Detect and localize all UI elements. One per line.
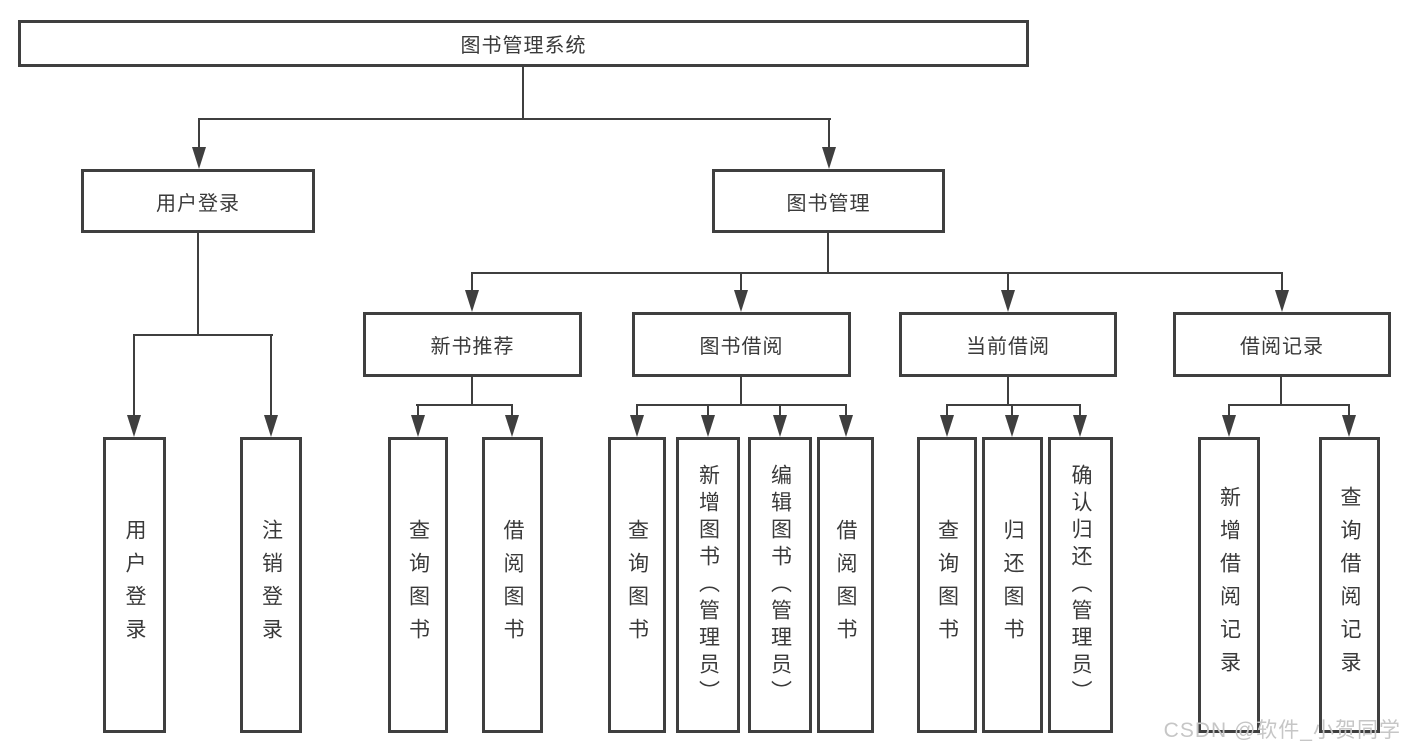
leaf-record-query-borrow-record: 查询借阅记录 xyxy=(1319,437,1380,733)
csdn-watermark: CSDN @软件_小贺同学 xyxy=(1163,719,1401,742)
connector-arrow-current-child-1 xyxy=(940,404,954,437)
connector-arrow-record-child-1 xyxy=(1222,404,1236,437)
leaf-borrow-edit-books-admin: 编辑图书（管理员） xyxy=(748,437,812,733)
node-new-book-recommend-label: 新书推荐 xyxy=(430,336,515,358)
node-library-system-label: 图书管理系统 xyxy=(460,35,587,57)
connector-arrow-to-current-borrow xyxy=(1001,272,1015,312)
connector-arrow-borrow-child-2 xyxy=(701,404,715,437)
connector-rail-user-login xyxy=(133,334,273,336)
leaf-borrow-borrow-books: 借阅图书 xyxy=(817,437,874,733)
leaf-recommend-borrow-books: 借阅图书 xyxy=(482,437,543,733)
connector-arrow-borrow-child-4 xyxy=(839,404,853,437)
connector-arrow-current-child-2 xyxy=(1005,404,1019,437)
connector-stem-user-login xyxy=(197,231,199,336)
node-book-borrow: 图书借阅 xyxy=(632,312,851,377)
node-library-system: 图书管理系统 xyxy=(18,20,1029,67)
node-book-management: 图书管理 xyxy=(712,169,945,233)
leaf-current-confirm-return-admin: 确认归还（管理员） xyxy=(1048,437,1113,733)
node-book-management-label: 图书管理 xyxy=(786,192,871,215)
connector-rail-current-borrow xyxy=(946,404,1081,406)
node-borrow-record-label: 借阅记录 xyxy=(1240,336,1324,358)
node-user-login: 用户登录 xyxy=(81,169,315,233)
connector-arrow-to-book-management xyxy=(822,118,836,169)
connector-arrow-to-user-login xyxy=(192,118,206,169)
node-current-borrow-label: 当前借阅 xyxy=(966,336,1050,358)
connector-arrow-to-new-book-recommend xyxy=(465,272,479,312)
node-new-book-recommend: 新书推荐 xyxy=(363,312,582,377)
connector-rail-root xyxy=(198,118,831,120)
connector-arrow-recommend-child-1 xyxy=(411,404,425,437)
leaf-borrow-query-books: 查询图书 xyxy=(608,437,666,733)
leaf-current-return-books: 归还图书 xyxy=(982,437,1043,733)
connector-stem-current-borrow xyxy=(1007,375,1009,406)
connector-arrow-to-leaf-logout xyxy=(264,334,278,437)
leaf-record-add-borrow-record: 新增借阅记录 xyxy=(1198,437,1260,733)
connector-rail-book-management xyxy=(471,272,1283,274)
connector-rail-book-borrow xyxy=(636,404,847,406)
connector-stem-new-book-recommend xyxy=(471,375,473,406)
connector-arrow-current-child-3 xyxy=(1073,404,1087,437)
connector-stem-book-borrow xyxy=(740,375,742,406)
connector-rail-borrow-record xyxy=(1228,404,1350,406)
node-current-borrow: 当前借阅 xyxy=(899,312,1117,377)
node-book-borrow-label: 图书借阅 xyxy=(699,336,784,358)
node-borrow-record: 借阅记录 xyxy=(1173,312,1391,377)
node-user-login-label: 用户登录 xyxy=(156,192,240,215)
leaf-current-query-books: 查询图书 xyxy=(917,437,977,733)
connector-arrow-to-leaf-user-login xyxy=(127,334,141,437)
connector-arrow-record-child-2 xyxy=(1342,404,1356,437)
connector-stem-book-management xyxy=(827,231,829,274)
leaf-recommend-query-books: 查询图书 xyxy=(388,437,448,733)
leaf-logout: 注销登录 xyxy=(240,437,302,733)
connector-arrow-to-book-borrow xyxy=(734,272,748,312)
connector-rail-new-book-recommend xyxy=(416,404,513,406)
connector-arrow-recommend-child-2 xyxy=(505,404,519,437)
connector-stem-borrow-record xyxy=(1280,375,1282,406)
leaf-user-login: 用户登录 xyxy=(103,437,166,733)
connector-arrow-to-borrow-record xyxy=(1275,272,1289,312)
connector-arrow-borrow-child-3 xyxy=(773,404,787,437)
connector-arrow-borrow-child-1 xyxy=(630,404,644,437)
connector-stem-root xyxy=(522,65,524,120)
leaf-borrow-add-books-admin: 新增图书（管理员） xyxy=(676,437,740,733)
